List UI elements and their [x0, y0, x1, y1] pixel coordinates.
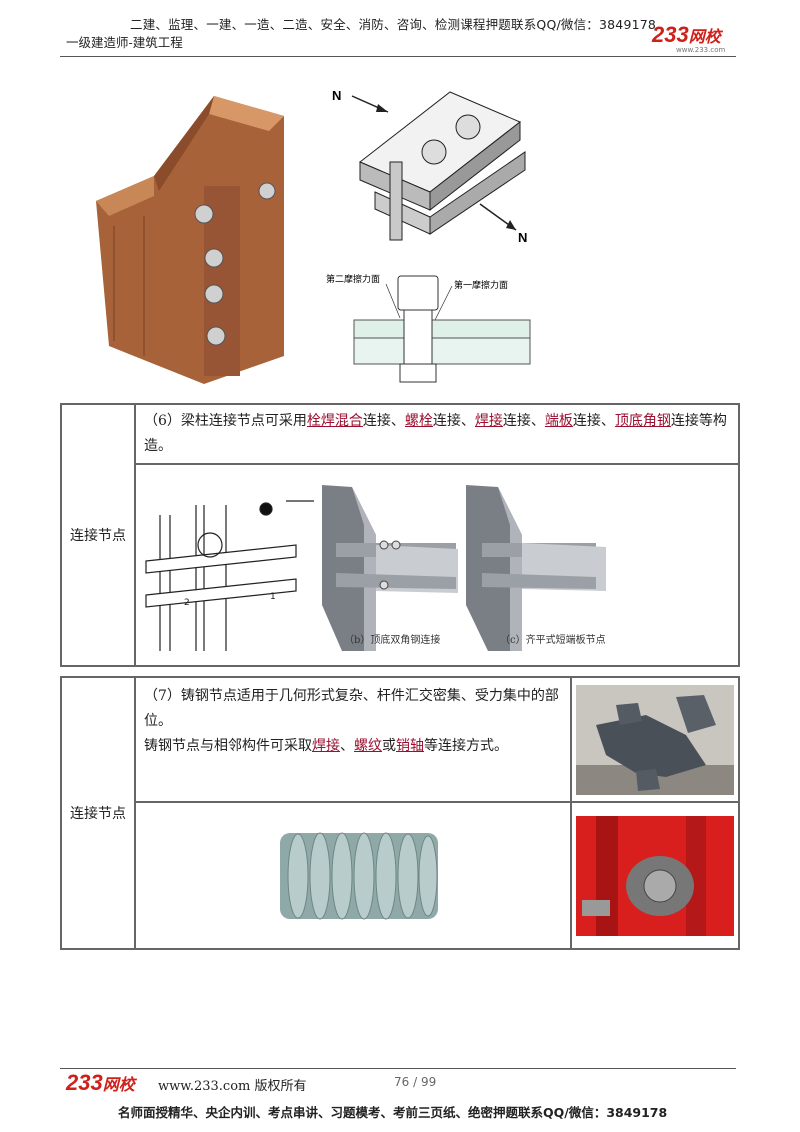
section7-paragraph: （7）铸钢节点适用于几何形式复杂、杆件汇交密集、受力集中的部位。 铸钢节点与相邻… — [144, 688, 559, 754]
page-number: 76 / 99 — [394, 1075, 437, 1089]
pin-joint-photo — [576, 815, 734, 936]
svg-text:2: 2 — [184, 598, 190, 608]
bolt-friction-diagram: N N — [330, 82, 530, 252]
cast-steel-node-photo — [576, 684, 734, 795]
copyright-text: www.233.com 版权所有 — [158, 1079, 307, 1094]
svg-text:1: 1 — [270, 592, 276, 602]
angle-connection-3d: （b）顶底双角钢连接 — [322, 485, 458, 651]
caption-c: （c）齐平式短端板节点 — [500, 633, 606, 646]
north-label-2: N — [518, 230, 527, 245]
footer-logo: 233网校 — [66, 1070, 135, 1095]
row-label: 连接节点 — [60, 403, 136, 667]
row-label: 连接节点 — [60, 676, 136, 950]
section6-text-cell: （6）梁柱连接节点可采用栓焊混合连接、螺栓连接、焊接连接、端板连接、顶底角钢连接… — [134, 403, 740, 465]
caption-b: （b）顶底双角钢连接 — [344, 633, 440, 646]
section6-figure-cell: 2 1 （b）顶底双角钢连接 — [134, 463, 740, 667]
connection-node-table-6: 连接节点 （6）梁柱连接节点可采用栓焊混合连接、螺栓连接、焊接连接、端板连接、顶… — [60, 403, 740, 667]
steel-column-3d-image — [84, 86, 304, 386]
footer-promo-line: 名师面授精华、央企内训、考点串讲、习题模考、考前三页纸、绝密押题联系QQ/微信：… — [118, 1105, 668, 1120]
connection-node-table-7: 连接节点 （7）铸钢节点适用于几何形式复杂、杆件汇交密集、受力集中的部位。 铸钢… — [60, 676, 740, 950]
threaded-rod-photo — [280, 832, 438, 919]
header-subject: 一级建造师-建筑工程 — [66, 35, 183, 50]
section6-paragraph: （6）梁柱连接节点可采用栓焊混合连接、螺栓连接、焊接连接、端板连接、顶底角钢连接… — [144, 413, 727, 454]
friction-surface-2-label: 第二摩擦力面 — [326, 273, 380, 285]
section7-text-cell: （7）铸钢节点适用于几何形式复杂、杆件汇交密集、受力集中的部位。 铸钢节点与相邻… — [134, 676, 572, 803]
threaded-rod-cell — [134, 801, 572, 950]
endplate-connection-3d: （c）齐平式短端板节点 — [466, 485, 606, 651]
cast-steel-node-photo-cell — [570, 676, 740, 803]
friction-surface-1-label: 第一摩擦力面 — [454, 279, 508, 291]
logo-url: www.233.com — [676, 46, 726, 54]
joint-sketch: 2 1 — [145, 500, 314, 651]
header-contact-line: 二建、监理、一建、一造、二造、安全、消防、咨询、检测课程押题联系QQ/微信：38… — [130, 17, 657, 32]
beam-column-joints-figure: 2 1 （b）顶底双角钢连接 — [145, 485, 606, 651]
pin-joint-photo-cell — [570, 801, 740, 950]
brand-logo: 233网校 — [652, 22, 721, 47]
header-divider — [60, 56, 736, 57]
friction-surface-section-diagram: 第二摩擦力面 第一摩擦力面 — [326, 268, 536, 386]
footer-divider — [60, 1068, 736, 1069]
north-label: N — [332, 88, 341, 103]
